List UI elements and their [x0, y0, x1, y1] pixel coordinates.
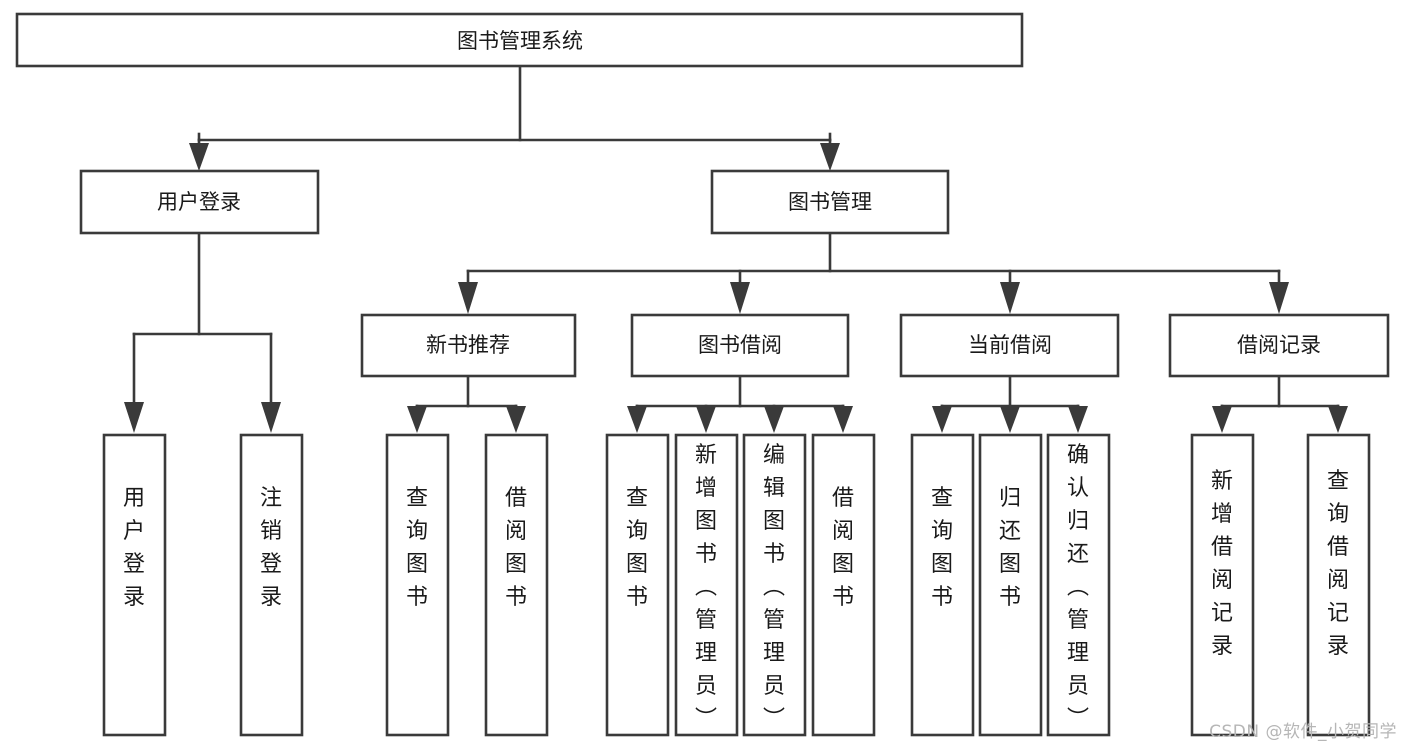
node-new-book-recommend[interactable]: 新书推荐 — [360, 313, 577, 378]
node-leaf-query-record-box[interactable] — [1306, 433, 1371, 737]
node-leaf-query-book-1[interactable]: 查询图书 — [385, 433, 450, 737]
node-user-login-label: 用户登录 — [157, 190, 241, 214]
node-root[interactable]: 图书管理系统 — [15, 12, 1024, 68]
node-leaf-borrow-book-2[interactable]: 借阅图书 — [811, 433, 876, 737]
node-book-borrow-box[interactable] — [630, 313, 850, 378]
node-leaf-borrow-book-2-label: 借阅图书 — [832, 486, 854, 610]
node-leaf-edit-book[interactable]: 编辑图书︵管理员︶ — [742, 433, 807, 737]
node-leaf-user-login-box[interactable] — [102, 433, 167, 737]
arrow-head-leaf-user-login — [124, 402, 144, 433]
connector-layer — [124, 64, 1348, 433]
node-book-management-label: 图书管理 — [788, 190, 872, 214]
node-root-box[interactable] — [15, 12, 1024, 68]
node-borrow-record-label: 借阅记录 — [1237, 333, 1321, 357]
node-leaf-add-record[interactable]: 新增借阅记录 — [1190, 433, 1255, 737]
node-leaf-query-record-label: 查询借阅记录 — [1327, 469, 1349, 659]
arrow-head-leaf-query-book-1 — [407, 406, 427, 433]
node-leaf-confirm-return[interactable]: 确认归还︵管理员︶ — [1046, 433, 1111, 737]
node-root-label: 图书管理系统 — [457, 29, 583, 53]
node-book-management[interactable]: 图书管理 — [710, 169, 950, 235]
node-leaf-add-book[interactable]: 新增图书︵管理员︶ — [674, 433, 739, 737]
node-leaf-add-book-box[interactable] — [674, 433, 739, 737]
node-leaf-return-book-label: 归还图书 — [999, 486, 1021, 610]
node-leaf-return-book[interactable]: 归还图书 — [978, 433, 1043, 737]
arrow-head-leaf-query-book-2 — [627, 406, 647, 433]
node-borrow-record[interactable]: 借阅记录 — [1168, 313, 1390, 378]
csdn-watermark: CSDN @软件_小贺同学 — [1209, 722, 1397, 742]
node-leaf-query-book-2-label: 查询图书 — [626, 486, 648, 610]
node-new-book-recommend-label: 新书推荐 — [426, 333, 510, 357]
node-leaf-query-book-3-box[interactable] — [910, 433, 975, 737]
arrow-head-leaf-add-record — [1212, 406, 1232, 433]
node-leaf-edit-book-label: 编辑图书︵管理员︶ — [763, 443, 785, 732]
node-leaf-edit-book-box[interactable] — [742, 433, 807, 737]
leaf-node-group: 用户登录 注销登录 查询图书 借阅图书 查询图书 新增图书︵管理员︶ — [102, 433, 1371, 737]
arrow-head-leaf-query-record — [1328, 406, 1348, 433]
arrow-head-leaf-query-book-3 — [932, 406, 952, 433]
arrow-head-leaf-borrow-book-2 — [833, 406, 853, 433]
node-leaf-query-book-1-label: 查询图书 — [406, 486, 428, 610]
node-leaf-query-record[interactable]: 查询借阅记录 — [1306, 433, 1371, 737]
node-current-borrow-label: 当前借阅 — [968, 333, 1052, 357]
node-leaf-user-logout-box[interactable] — [239, 433, 304, 737]
node-leaf-add-record-label: 新增借阅记录 — [1211, 469, 1233, 659]
node-leaf-return-book-box[interactable] — [978, 433, 1043, 737]
arrow-head-user-login — [189, 143, 209, 171]
arrow-head-book-management — [820, 143, 840, 171]
node-leaf-query-book-3[interactable]: 查询图书 — [910, 433, 975, 737]
node-leaf-user-login[interactable]: 用户登录 — [102, 433, 167, 737]
node-leaf-query-book-1-box[interactable] — [385, 433, 450, 737]
arrow-head-leaf-add-book — [696, 406, 716, 433]
node-new-book-recommend-box[interactable] — [360, 313, 577, 378]
node-leaf-user-login-label: 用户登录 — [123, 486, 145, 610]
node-leaf-borrow-book-1-box[interactable] — [484, 433, 549, 737]
node-leaf-borrow-book-1-label: 借阅图书 — [505, 486, 527, 610]
node-leaf-query-book-3-label: 查询图书 — [931, 486, 953, 610]
node-user-login[interactable]: 用户登录 — [79, 169, 320, 235]
node-book-management-box[interactable] — [710, 169, 950, 235]
node-leaf-query-book-2-box[interactable] — [605, 433, 670, 737]
node-leaf-confirm-return-box[interactable] — [1046, 433, 1111, 737]
node-book-borrow-label: 图书借阅 — [698, 333, 782, 357]
arrow-head-leaf-confirm-return — [1068, 406, 1088, 433]
node-current-borrow[interactable]: 当前借阅 — [899, 313, 1120, 378]
arrow-head-new-book-recommend — [458, 282, 478, 314]
arrow-head-book-borrow — [730, 282, 750, 314]
node-leaf-query-book-2[interactable]: 查询图书 — [605, 433, 670, 737]
node-leaf-user-logout[interactable]: 注销登录 — [239, 433, 304, 737]
node-leaf-confirm-return-label: 确认归还︵管理员︶ — [1067, 443, 1089, 732]
node-leaf-add-record-box[interactable] — [1190, 433, 1255, 737]
node-book-borrow[interactable]: 图书借阅 — [630, 313, 850, 378]
node-user-login-box[interactable] — [79, 169, 320, 235]
arrow-head-leaf-user-logout — [261, 402, 281, 433]
node-borrow-record-box[interactable] — [1168, 313, 1390, 378]
arrow-head-current-borrow — [1000, 282, 1020, 314]
node-leaf-borrow-book-2-box[interactable] — [811, 433, 876, 737]
arrow-head-leaf-return-book — [1000, 406, 1020, 433]
node-current-borrow-box[interactable] — [899, 313, 1120, 378]
arrow-head-leaf-edit-book — [764, 406, 784, 433]
arrow-head-borrow-record — [1269, 282, 1289, 314]
node-leaf-add-book-label: 新增图书︵管理员︶ — [695, 443, 717, 732]
node-leaf-borrow-book-1[interactable]: 借阅图书 — [484, 433, 549, 737]
arrow-head-leaf-borrow-book-1 — [506, 406, 526, 433]
node-leaf-user-logout-label: 注销登录 — [260, 486, 282, 610]
